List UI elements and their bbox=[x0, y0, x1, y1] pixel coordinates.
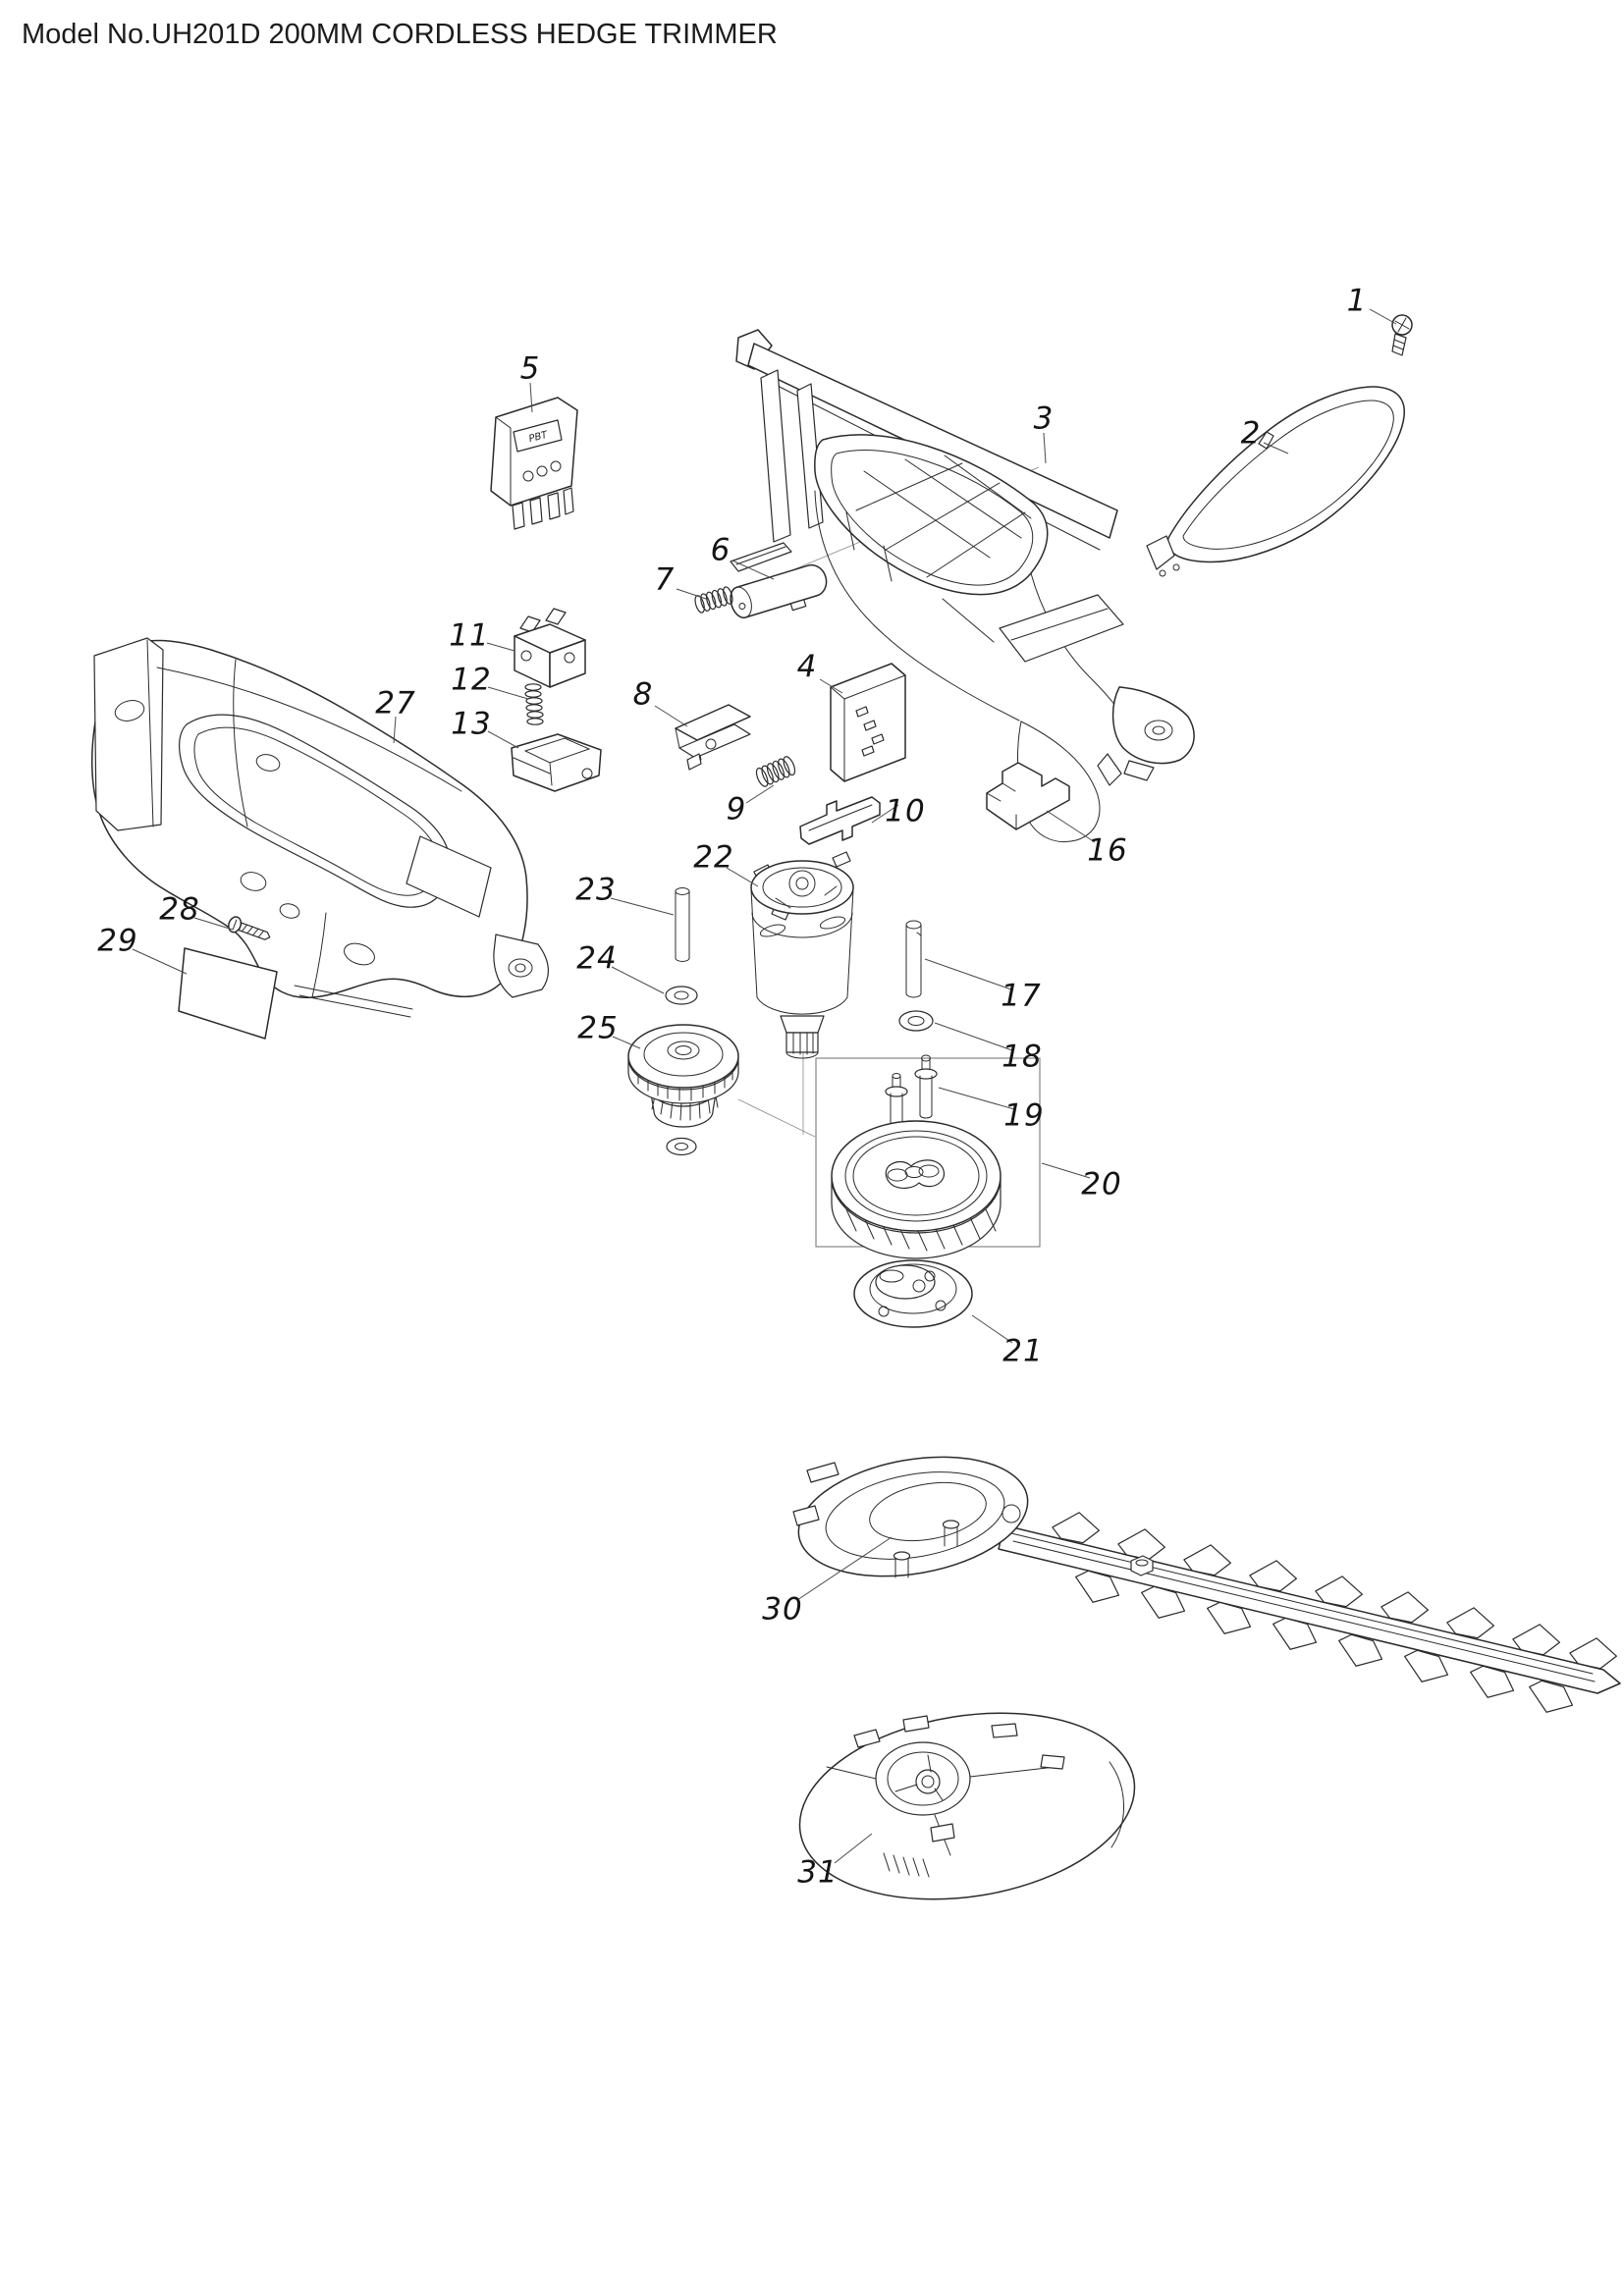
callout-29: 29 bbox=[97, 924, 137, 959]
callout-25: 25 bbox=[577, 1011, 618, 1046]
callout-30: 30 bbox=[762, 1592, 802, 1628]
callout-22: 22 bbox=[693, 840, 733, 876]
callout-11: 11 bbox=[449, 618, 489, 654]
callout-27: 27 bbox=[375, 686, 415, 721]
part-21-cam-plate bbox=[853, 1259, 973, 1328]
part-8-lock-off-lever bbox=[675, 704, 751, 771]
part-13-switch-holder bbox=[511, 733, 602, 792]
part-27-housing-left bbox=[91, 637, 549, 1018]
part-18-washer bbox=[898, 1010, 934, 1032]
callout-23: 23 bbox=[575, 873, 616, 908]
part-16-spacer-block bbox=[986, 762, 1070, 830]
controller-marking: PBT bbox=[528, 430, 550, 445]
part-10-holder bbox=[799, 796, 881, 845]
part-17-pin bbox=[905, 920, 922, 998]
callout-19: 19 bbox=[1003, 1098, 1044, 1134]
callout-5: 5 bbox=[520, 351, 541, 387]
part-4-terminal-plate bbox=[830, 663, 906, 782]
part-23-pin bbox=[675, 887, 690, 962]
callout-1: 1 bbox=[1347, 284, 1368, 319]
part-2-housing-cover bbox=[1146, 386, 1405, 577]
part-12-spring bbox=[524, 683, 544, 725]
callout-7: 7 bbox=[655, 562, 676, 598]
callout-13: 13 bbox=[451, 707, 491, 742]
callout-28: 28 bbox=[159, 892, 199, 928]
part-22-motor bbox=[750, 851, 854, 1059]
callout-6: 6 bbox=[711, 533, 731, 568]
page-title: Model No.UH201D 200MM CORDLESS HEDGE TRI… bbox=[22, 19, 778, 50]
part-5-controller: PBT bbox=[490, 397, 578, 530]
part-7-spring bbox=[694, 586, 733, 614]
callout-12: 12 bbox=[451, 663, 491, 698]
callout-9: 9 bbox=[727, 792, 747, 828]
callout-8: 8 bbox=[633, 677, 654, 713]
blade-posts bbox=[893, 1520, 1154, 1578]
part-29-name-plate bbox=[178, 947, 278, 1040]
part-25-gear bbox=[627, 1024, 739, 1156]
part-30-shear-blade bbox=[792, 1456, 1621, 1719]
callout-3: 3 bbox=[1034, 401, 1055, 437]
callout-10: 10 bbox=[885, 794, 925, 829]
part-24-washer bbox=[665, 986, 698, 1005]
leader-lines bbox=[132, 308, 1397, 1864]
callout-17: 17 bbox=[1001, 979, 1041, 1014]
part-31-blade-cover bbox=[798, 1712, 1136, 1900]
part-20-gear-assembly bbox=[815, 1054, 1041, 1259]
callout-numbers: 1 2 3 4 5 6 7 8 9 10 11 12 13 16 17 18 1… bbox=[97, 284, 1368, 1891]
part-11-switch bbox=[514, 608, 586, 688]
callout-18: 18 bbox=[1001, 1040, 1042, 1075]
callout-20: 20 bbox=[1081, 1167, 1121, 1202]
callout-16: 16 bbox=[1087, 833, 1127, 869]
callout-2: 2 bbox=[1241, 416, 1262, 452]
callout-24: 24 bbox=[576, 941, 617, 977]
callout-4: 4 bbox=[797, 650, 818, 685]
part-28-screw bbox=[228, 916, 271, 940]
callout-21: 21 bbox=[1002, 1334, 1043, 1369]
cover-ribs bbox=[883, 1852, 930, 1878]
part-6-push-button bbox=[730, 542, 828, 619]
part-9-spring bbox=[755, 756, 796, 787]
part-19-pins bbox=[885, 1054, 938, 1133]
callout-31: 31 bbox=[797, 1855, 838, 1891]
part-3-gear-housing-right bbox=[735, 329, 1195, 842]
part-1-screw bbox=[1391, 314, 1413, 356]
